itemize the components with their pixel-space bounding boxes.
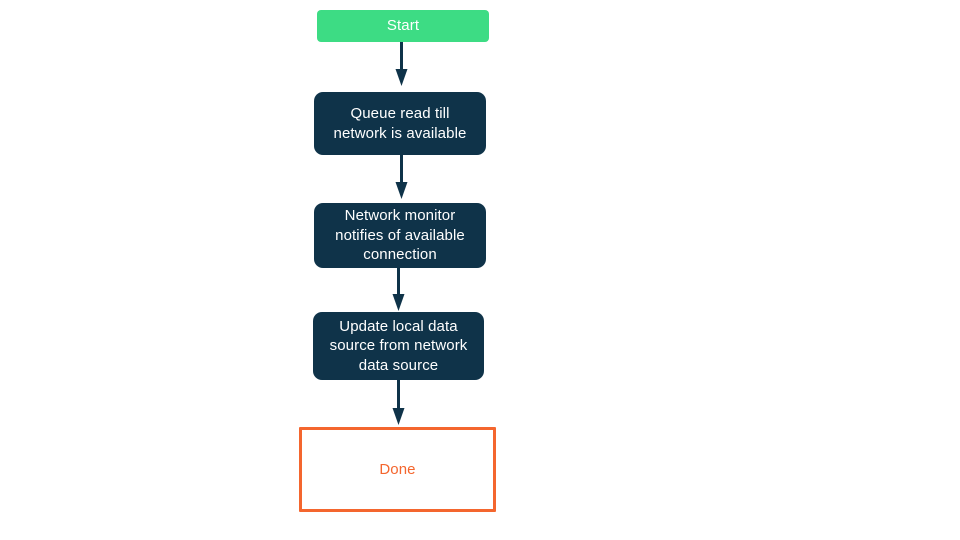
node-update-local-data[interactable]: Update local data source from network da… <box>313 312 484 380</box>
edge-update-to-done <box>392 380 405 426</box>
node-network-monitor[interactable]: Network monitor notifies of available co… <box>314 203 486 268</box>
edge-monitor-to-update <box>392 268 405 312</box>
node-done[interactable]: Done <box>299 427 496 512</box>
node-start-label: Start <box>386 17 420 35</box>
node-network-monitor-label: Network monitor notifies of available co… <box>335 207 465 264</box>
node-done-label: Done <box>379 460 416 478</box>
node-queue-read-label: Queue read till network is available <box>333 105 467 142</box>
edge-queue-to-monitor <box>395 155 408 200</box>
node-queue-read[interactable]: Queue read till network is available <box>314 92 486 155</box>
node-start[interactable]: Start <box>317 10 489 42</box>
edge-start-to-queue <box>395 42 408 87</box>
node-update-local-data-label: Update local data source from network da… <box>329 317 468 374</box>
